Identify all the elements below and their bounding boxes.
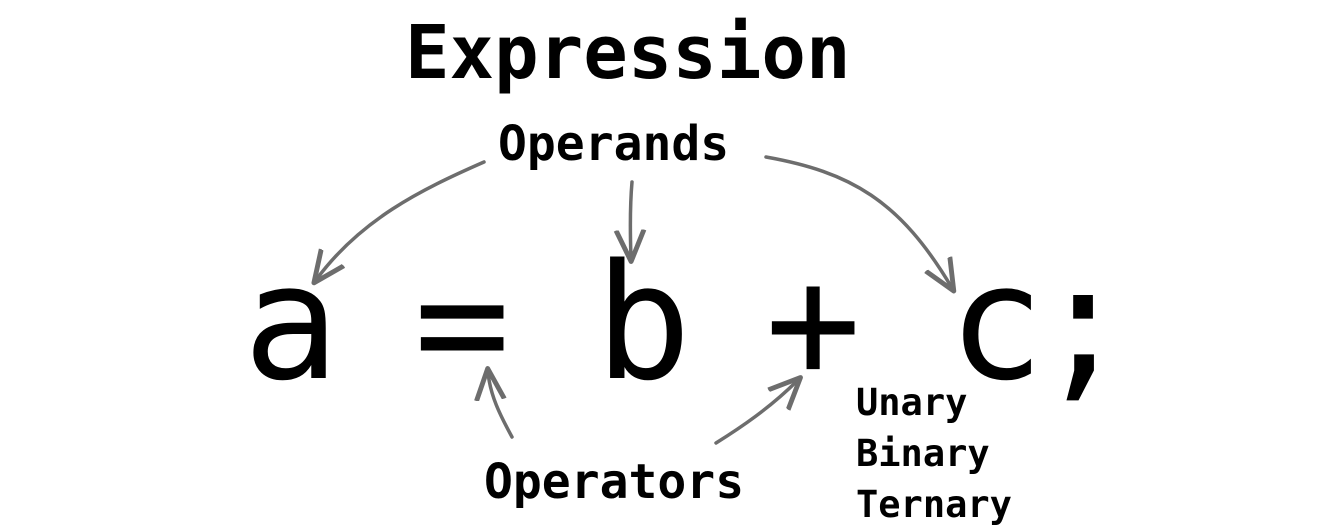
arrow-operands-to-c bbox=[764, 155, 952, 288]
operand-c: c bbox=[948, 229, 1045, 416]
statement-terminator: ; bbox=[1035, 229, 1132, 416]
diagram-title: Expression bbox=[405, 10, 851, 96]
operands-label: Operands bbox=[498, 116, 730, 172]
arrow-operators-to-equals bbox=[488, 372, 514, 439]
operator-type-ternary: Ternary bbox=[856, 483, 1012, 526]
operand-b: b bbox=[595, 229, 692, 416]
operators-label: Operators bbox=[484, 454, 745, 510]
operator-type-unary: Unary bbox=[856, 381, 968, 424]
arrow-operators-to-plus bbox=[714, 380, 798, 445]
operator-type-binary: Binary bbox=[856, 432, 990, 475]
arrow-operands-to-a bbox=[316, 160, 486, 280]
arrow-operands-to-b bbox=[630, 180, 632, 258]
